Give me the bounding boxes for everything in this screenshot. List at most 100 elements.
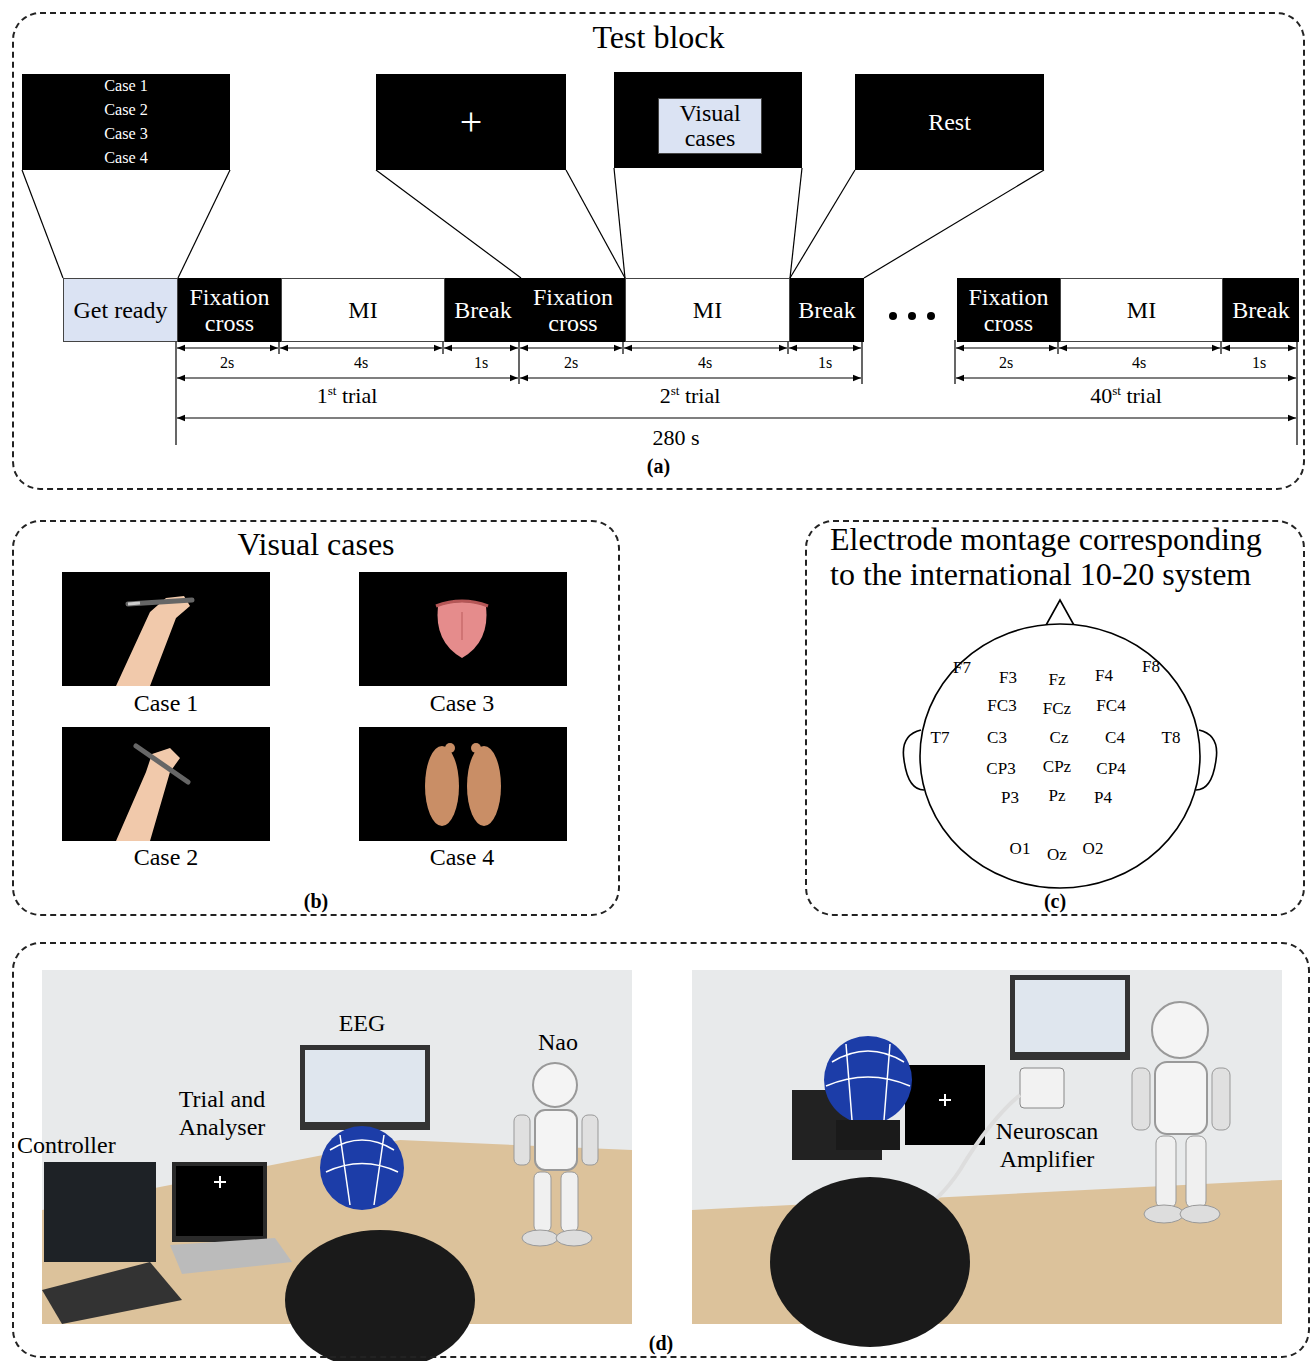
drawn-shape xyxy=(1222,347,1296,348)
text-label: CPz xyxy=(1043,757,1071,777)
cue-box: Visual cases xyxy=(658,98,762,154)
text-label: Case 2 xyxy=(134,844,199,872)
drawn-shape xyxy=(561,1172,578,1232)
drawn-shape xyxy=(520,347,622,348)
panel-title: Electrode montage corresponding to the i… xyxy=(830,522,1278,592)
panel-letter: (d) xyxy=(14,1332,1308,1354)
drawn-shape xyxy=(1010,975,1130,1060)
drawn-shape xyxy=(1220,340,1221,354)
drawn-shape xyxy=(300,1045,430,1130)
drawn-shape: st xyxy=(1112,383,1121,398)
head-outline xyxy=(903,600,1216,888)
text-label: 1s xyxy=(818,354,832,372)
text-label: Cz xyxy=(1050,728,1069,748)
drawn-shape xyxy=(956,377,1296,378)
zoom-line xyxy=(376,170,521,278)
drawn-shape xyxy=(280,347,442,348)
text-label: Pz xyxy=(1049,786,1066,806)
text-label: 4s xyxy=(354,354,368,372)
box-label: Case 3 xyxy=(104,122,148,146)
box-label: MI xyxy=(1127,297,1156,323)
drawn-shape xyxy=(219,1176,221,1188)
timeline-box: Fixation cross xyxy=(178,278,281,342)
text-label: F4 xyxy=(1095,666,1113,686)
text-label: CP4 xyxy=(1096,759,1125,779)
box-label: Visual cases xyxy=(663,101,757,151)
drawn-shape xyxy=(908,312,916,320)
drawn-shape xyxy=(836,1120,900,1150)
drawn-shape xyxy=(944,1094,946,1106)
drawn-shape xyxy=(1015,980,1125,1052)
drawn-shape: st xyxy=(328,383,337,398)
drawn-shape xyxy=(556,1230,592,1246)
text-label: 1st trial xyxy=(317,383,378,408)
box-label: + xyxy=(460,102,483,142)
text-label: 4s xyxy=(698,354,712,372)
screen-panel xyxy=(614,72,802,168)
drawn-shape xyxy=(789,347,861,348)
screen-panel: + xyxy=(376,74,566,170)
text-label: O1 xyxy=(1010,839,1031,859)
text-label: Case 1 xyxy=(134,690,199,718)
timeline-box: Fixation cross xyxy=(521,278,625,342)
screen-panel: Case 1Case 2Case 3Case 4 xyxy=(22,74,230,170)
box-label: Fixation cross xyxy=(525,284,621,337)
drawn-shape xyxy=(889,312,897,320)
text-label: O2 xyxy=(1083,839,1104,859)
text-label: 1s xyxy=(474,354,488,372)
text-label: F3 xyxy=(999,668,1017,688)
drawn-shape xyxy=(533,1063,577,1107)
box-label: MI xyxy=(693,297,722,323)
drawn-shape xyxy=(518,340,519,384)
text-label: Nao xyxy=(538,1029,578,1057)
drawn-shape xyxy=(954,340,955,384)
box-label: MI xyxy=(348,297,377,323)
drawn-shape xyxy=(534,1172,551,1232)
drawn-shape xyxy=(1059,347,1220,348)
case-image-hand xyxy=(62,727,270,841)
drawn-shape xyxy=(62,727,270,841)
timeline-box: Break xyxy=(790,278,864,342)
drawn-shape xyxy=(471,743,481,753)
drawn-shape xyxy=(278,340,279,354)
text-label: 2st trial xyxy=(660,383,721,408)
zoom-connector xyxy=(790,170,1044,278)
text-label: 280 s xyxy=(652,425,699,450)
drawn-shape xyxy=(1152,1002,1208,1058)
text-label: FCz xyxy=(1043,699,1071,719)
text-label: Controller xyxy=(17,1132,116,1160)
drawn-shape xyxy=(582,1115,598,1165)
panel-letter: (a) xyxy=(14,455,1303,477)
panel-frame: Test block(a)Case 1Case 2Case 3Case 4+Vi… xyxy=(12,12,1305,490)
drawn-shape xyxy=(1155,1062,1207,1134)
drawn-shape xyxy=(285,1230,475,1361)
panel-title: Visual cases xyxy=(14,527,618,562)
drawn-shape xyxy=(461,612,463,640)
text-label: Neuroscan Amplifier xyxy=(982,1118,1112,1173)
drawn-shape xyxy=(1180,1205,1220,1223)
drawn-shape xyxy=(1156,1136,1176,1208)
panel-letter: (c) xyxy=(807,890,1303,912)
text-label: CP3 xyxy=(986,759,1015,779)
drawn-shape xyxy=(116,596,190,686)
text-label: Case 3 xyxy=(430,690,495,718)
drawn-shape xyxy=(1186,1136,1206,1208)
drawn-shape xyxy=(514,1115,530,1165)
drawn-shape xyxy=(1144,1205,1184,1223)
drawn-shape xyxy=(467,746,501,826)
box-label: Break xyxy=(1232,297,1289,323)
text-label: Trial and Analyser xyxy=(147,1086,297,1141)
drawn-shape xyxy=(172,1162,267,1242)
timeline-box: MI xyxy=(625,278,790,342)
drawn-shape xyxy=(116,748,180,841)
zoom-line xyxy=(790,170,855,278)
drawn-shape xyxy=(177,417,1296,418)
text-label: 2s xyxy=(220,354,234,372)
timeline-box: Break xyxy=(1223,278,1299,342)
box-label: Break xyxy=(454,297,511,323)
box-label: Fixation cross xyxy=(961,284,1056,337)
drawn-shape xyxy=(305,1050,425,1122)
text-label: FC4 xyxy=(1096,696,1125,716)
drawn-shape xyxy=(787,340,788,354)
